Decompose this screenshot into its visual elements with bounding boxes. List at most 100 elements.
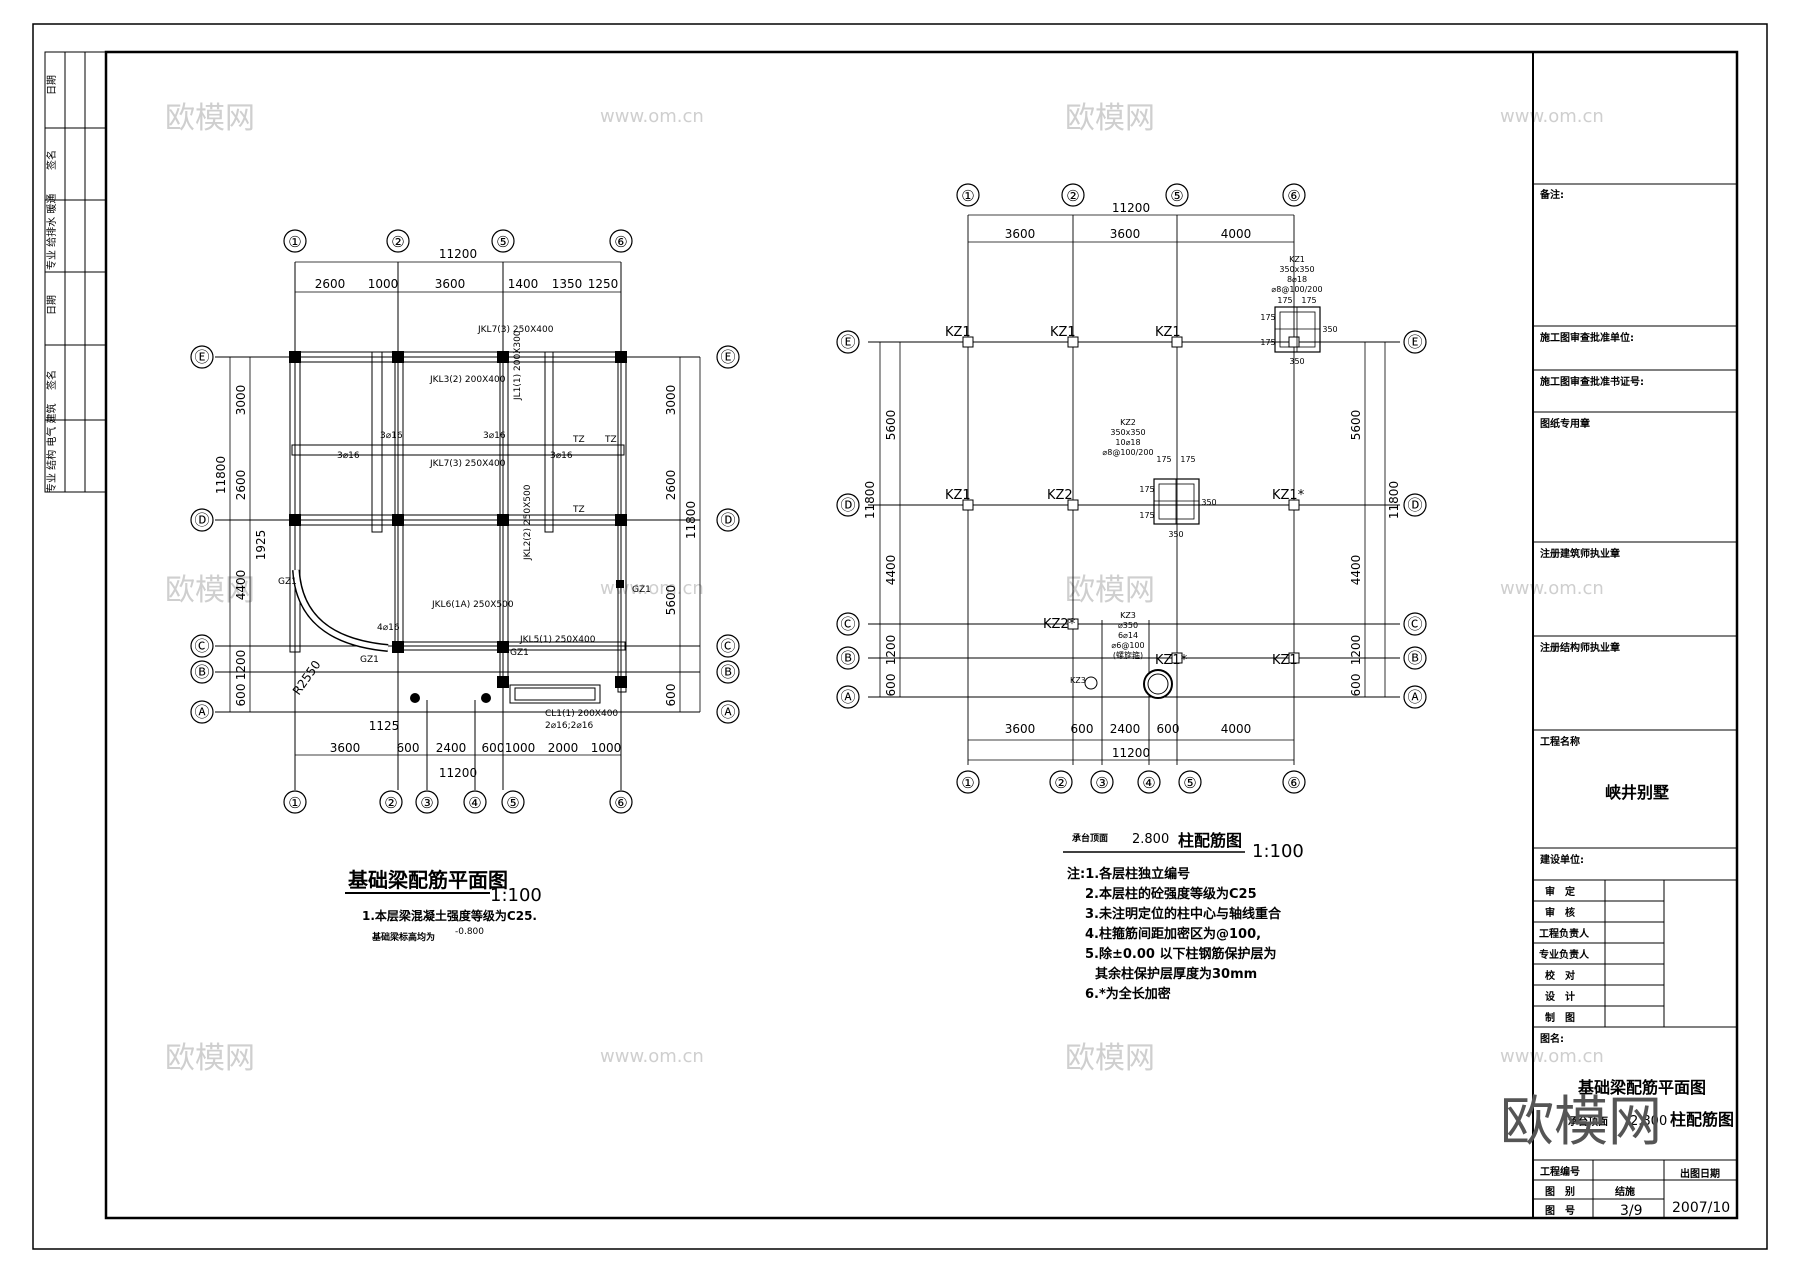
dim-top: 3600 [1005, 227, 1036, 241]
column-label: TZ [572, 435, 585, 445]
tb-sheet-no: 3/9 [1620, 1203, 1643, 1219]
axis-label: Ⓐ [1407, 688, 1422, 706]
axis-label: Ⓐ [720, 703, 735, 721]
tb-drawing-name-2: 柱配筋图 [1670, 1110, 1734, 1129]
kz3-size: ⌀350 [1118, 621, 1138, 630]
dim-bottom: 3600 [330, 741, 361, 755]
column-markers [962, 336, 1300, 699]
dim-top: 2600 [315, 277, 346, 291]
dim-bottom: 3600 [1005, 722, 1036, 736]
axis-label: ③ [1095, 774, 1108, 792]
kz1-dim: 175 [1277, 296, 1292, 305]
tb-architect-stamp: 注册建筑师执业章 [1540, 547, 1620, 560]
column-label: KZ1* [1272, 488, 1305, 503]
column-label: KZ1 [1050, 325, 1076, 340]
dim-bottom-overall: 11200 [439, 766, 477, 780]
dim-bottom: 2000 [548, 741, 579, 755]
dim-bottom: 600 [1071, 722, 1094, 736]
dim-top: 1000 [368, 277, 399, 291]
left-signature-strip [44, 51, 107, 493]
dim-right: 600 [664, 684, 678, 707]
dim-top: 4000 [1221, 227, 1252, 241]
dim-left-total: 11800 [863, 481, 877, 519]
column-label: KZ1 [1272, 653, 1298, 668]
column-label: KZ1 [945, 325, 971, 340]
dim-top: 1350 [552, 277, 583, 291]
kz2-rebar: 10⌀18 [1115, 438, 1140, 447]
axis-label: ① [961, 187, 974, 205]
rebar-label: 3⌀16 [483, 431, 506, 441]
column-label: GZ1 [510, 648, 529, 658]
dim-right: 3000 [664, 385, 678, 416]
dim-top: 3600 [1110, 227, 1141, 241]
brand-watermark-large: 欧模网 [1500, 1090, 1662, 1153]
axis-label: Ⓔ [720, 348, 735, 366]
axis-label: Ⓑ [840, 649, 855, 667]
axis-label: ⑥ [614, 233, 627, 251]
kz2-size: 350x350 [1110, 428, 1145, 437]
axis-label: ① [288, 794, 301, 812]
watermark-url: www.om.cn [1500, 1046, 1604, 1067]
axis-label: ⑥ [614, 794, 627, 812]
right-axis-bubbles [836, 183, 1427, 794]
column-label: TZ [604, 435, 617, 445]
beam-label: JKL7(3) 250X400 [429, 459, 506, 469]
kz3-stirrup-type: (螺旋箍) [1113, 650, 1143, 660]
dim-left: 2600 [234, 470, 248, 501]
note-line: 5.除±0.00 以下柱钢筋保护层为 [1085, 946, 1276, 962]
dim-overall: 11200 [1112, 201, 1150, 215]
axis-label: Ⓔ [1407, 333, 1422, 351]
axis-label: Ⓒ [1407, 615, 1422, 633]
tb-drawing-name-2-prefix: 承台顶面 [1568, 1115, 1608, 1128]
dim-left: 3000 [234, 385, 248, 416]
note-line: 4.柱箍筋间距加密区为@100, [1085, 926, 1261, 942]
tb-approval-unit: 施工图审查批准单位: [1540, 331, 1634, 344]
column-label: GZ1 [632, 585, 651, 595]
tb-client-label: 建设单位: [1539, 853, 1584, 866]
beam-label: JKL7(3) 250X400 [477, 325, 554, 335]
rebar-label: 4⌀16 [377, 623, 400, 633]
tb-signoff-row: 审 核 [1545, 906, 1575, 919]
column-label: KZ1 [945, 488, 971, 503]
foundation-beam-plan [215, 262, 700, 790]
axis-label: ④ [468, 794, 481, 812]
tb-signoff-row: 专业负责人 [1539, 948, 1590, 961]
axis-label: ⑤ [506, 794, 519, 812]
tb-engineer-stamp: 注册结构师执业章 [1540, 641, 1620, 654]
tb-project-name-label: 工程名称 [1540, 735, 1580, 748]
dim-right: 5600 [1349, 410, 1363, 441]
kz1-dim: 350 [1289, 357, 1304, 366]
left-drawing-title: 基础梁配筋平面图 [348, 868, 508, 892]
watermark-brand: 欧模网 [165, 101, 255, 136]
dim-bottom: 4000 [1221, 722, 1252, 736]
note-line: 2.本层柱的砼强度等级为C25 [1085, 886, 1257, 902]
dim-left: 600 [234, 684, 248, 707]
dim-bottom: 600 [1157, 722, 1180, 736]
title-block-frame [1532, 51, 1738, 1219]
right-drawing-title: 柱配筋图 [1178, 831, 1242, 850]
kz2-dim: 175 [1139, 485, 1154, 494]
dim-left: 1925 [254, 530, 268, 561]
dim-right-total: 11800 [1387, 481, 1401, 519]
tb-date-label: 出图日期 [1680, 1167, 1720, 1180]
dim-bottom-overall: 11200 [1112, 746, 1150, 760]
left-note-1: 1.本层梁混凝土强度等级为C25. [362, 908, 537, 923]
kz2-dim: 175 [1139, 511, 1154, 520]
strip-sign-1: 签名 [45, 150, 58, 170]
beam-label: JKL3(2) 200X400 [429, 375, 506, 385]
dim-bottom: 2400 [436, 741, 467, 755]
kz3-rebar: 6⌀14 [1118, 631, 1138, 640]
kz1-dim: 350 [1322, 325, 1337, 334]
axis-label: ② [384, 794, 397, 812]
dim-left: 4400 [234, 570, 248, 601]
rebar-label: 3⌀16 [337, 451, 360, 461]
inner-border [104, 50, 1739, 1220]
kz3-detail: KZ3 ⌀350 6⌀14 ⌀6@100 (螺旋箍) [1111, 611, 1144, 660]
foundation-columns [289, 351, 627, 703]
axis-label: ③ [420, 794, 433, 812]
axis-label: ① [288, 233, 301, 251]
tb-stamp: 图纸专用章 [1540, 417, 1590, 430]
axis-label: ② [391, 233, 404, 251]
tb-signoff-row: 校 对 [1545, 969, 1575, 982]
